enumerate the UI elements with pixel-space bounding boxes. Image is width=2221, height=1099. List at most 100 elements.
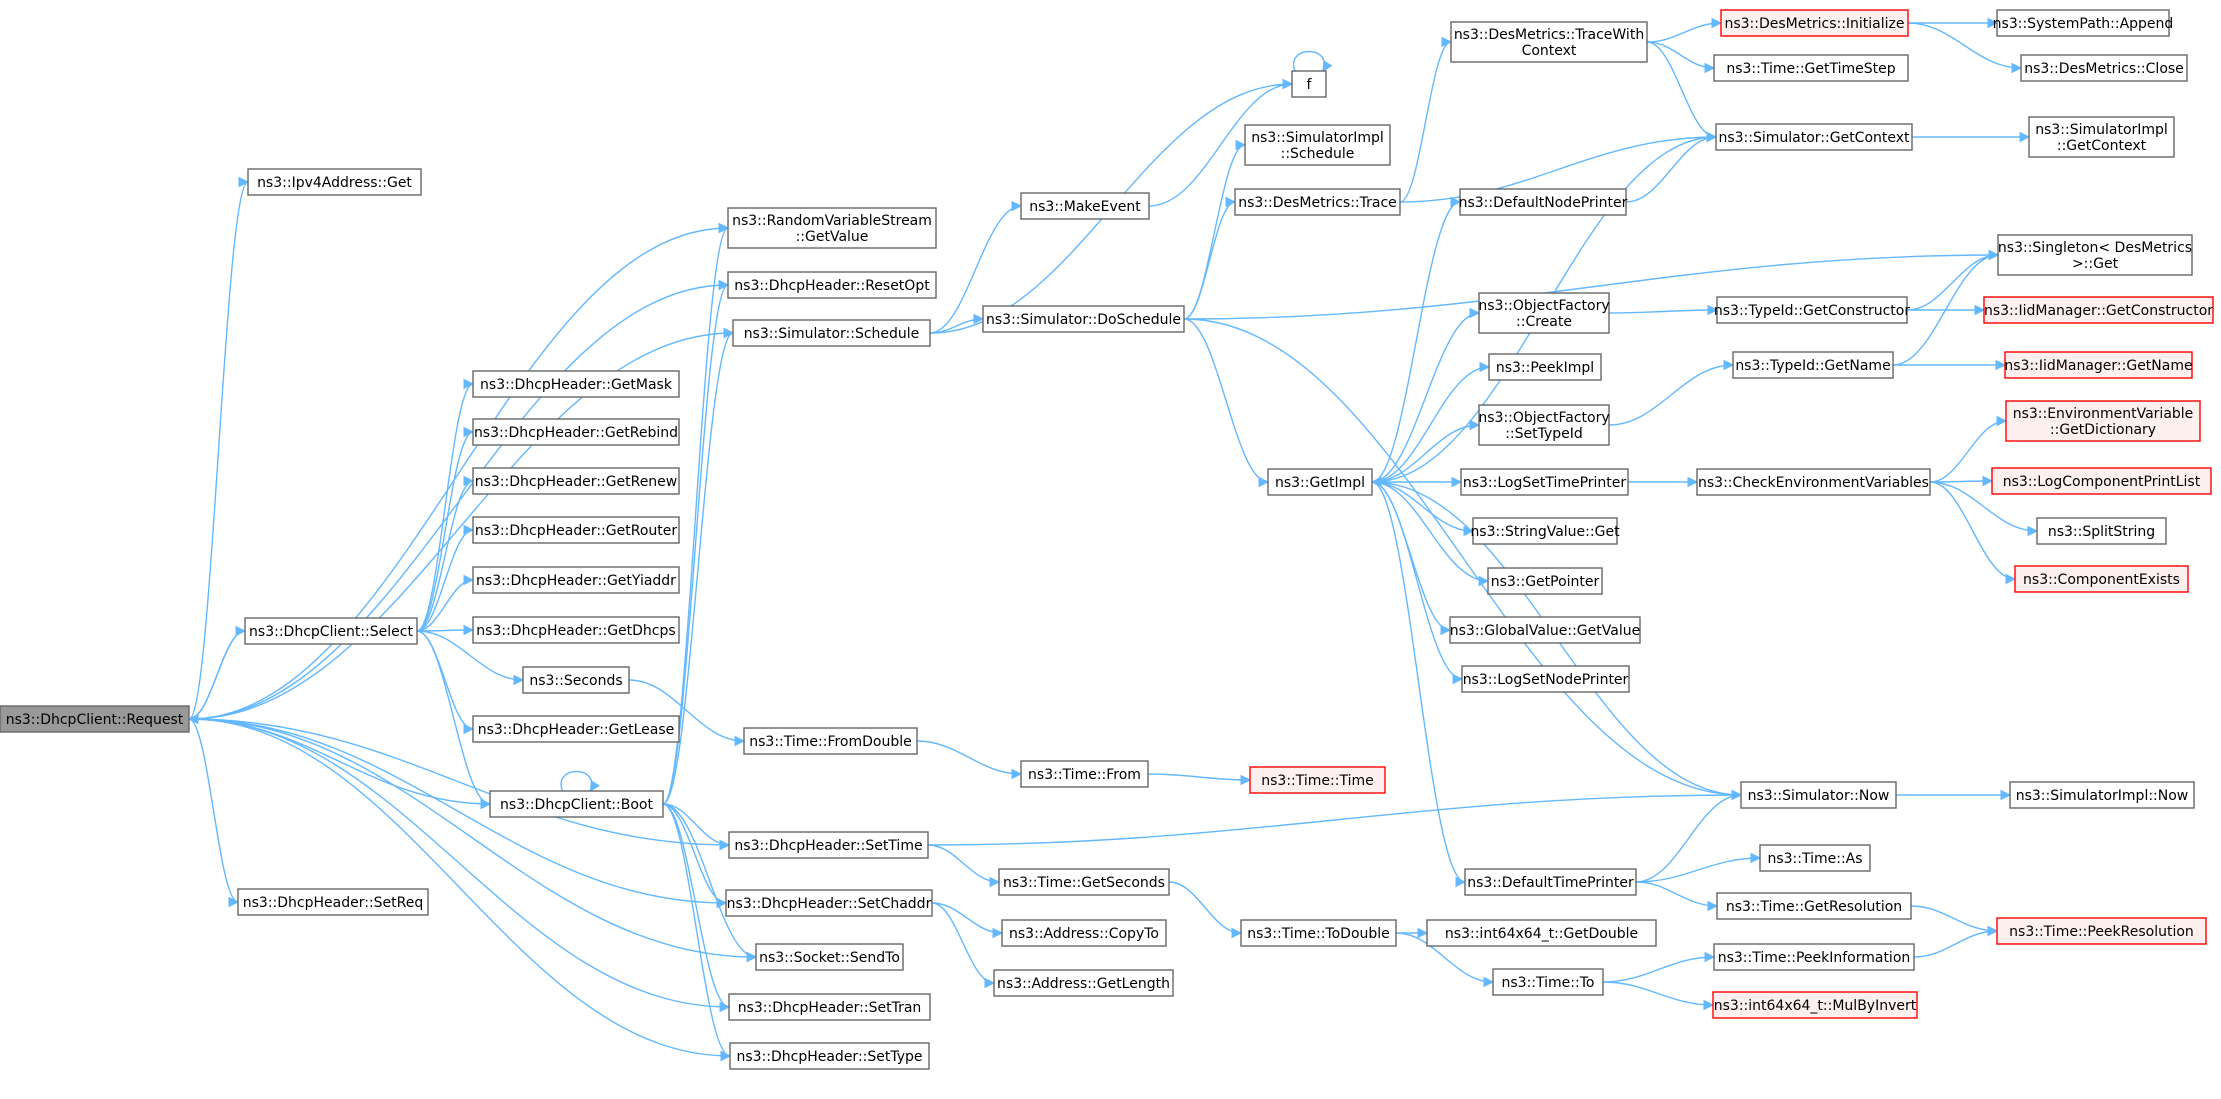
node-globalvalueget[interactable]: ns3::GlobalValue::GetValue: [1449, 616, 1641, 644]
node-label: ::Create: [1516, 314, 1572, 330]
node-typeidgetctor[interactable]: ns3::TypeId::GetConstructor: [1714, 296, 1910, 324]
edge-arrowhead: [2000, 789, 2012, 801]
node-sendto[interactable]: ns3::Socket::SendTo: [755, 943, 904, 971]
node-getpointer[interactable]: ns3::GetPointer: [1487, 567, 1603, 595]
node-todouble[interactable]: ns3::Time::ToDouble: [1240, 919, 1397, 947]
node-iidgetctor[interactable]: ns3::IidManager::GetConstructor: [1983, 296, 2214, 324]
node-from[interactable]: ns3::Time::From: [1020, 760, 1149, 788]
edge-arrowhead: [1231, 927, 1243, 939]
node-getrenew[interactable]: ns3::DhcpHeader::GetRenew: [472, 467, 680, 495]
node-label: ns3::MakeEvent: [1029, 199, 1141, 215]
node-singletonget[interactable]: ns3::Singleton< DesMetrics>::Get: [1997, 234, 2193, 276]
node-label: ns3::Time::FromDouble: [749, 734, 912, 750]
node-peekinformation[interactable]: ns3::Time::PeekInformation: [1713, 943, 1915, 971]
edge-line: [1371, 424, 1480, 483]
node-timeto[interactable]: ns3::Time::To: [1492, 968, 1604, 996]
node-label: ::GetContext: [2057, 138, 2147, 154]
node-box: [1759, 844, 1871, 872]
node-mulbyinvert[interactable]: ns3::int64x64_t::MulByInvert: [1712, 991, 1918, 1019]
node-label: ns3::Time::GetSeconds: [1003, 875, 1165, 891]
node-copyto[interactable]: ns3::Address::CopyTo: [1001, 919, 1167, 947]
node-time[interactable]: ns3::Time::Time: [1249, 766, 1386, 794]
edge-arrowhead: [463, 524, 475, 536]
node-getresolution[interactable]: ns3::Time::GetResolution: [1716, 892, 1912, 920]
edge-arrowhead: [1451, 476, 1463, 488]
node-box: [1720, 9, 1909, 37]
node-fromdouble[interactable]: ns3::Time::FromDouble: [743, 727, 918, 755]
node-schedule[interactable]: ns3::Simulator::Schedule: [732, 319, 931, 347]
node-setchaddr[interactable]: ns3::DhcpHeader::SetChaddr: [725, 889, 933, 917]
node-getseconds[interactable]: ns3::Time::GetSeconds: [998, 868, 1170, 896]
node-systempathappend[interactable]: ns3::SystemPath::Append: [1993, 9, 2174, 37]
node-getdhcps[interactable]: ns3::DhcpHeader::GetDhcps: [472, 616, 680, 644]
node-desmetricsinit[interactable]: ns3::DesMetrics::Initialize: [1720, 9, 1909, 37]
node-box: [2005, 400, 2201, 442]
node-settype[interactable]: ns3::DhcpHeader::SetType: [729, 1042, 930, 1070]
node-select[interactable]: ns3::DhcpClient::Select: [244, 617, 418, 645]
node-desmetricstrace[interactable]: ns3::DesMetrics::Trace: [1234, 188, 1401, 216]
node-getlease[interactable]: ns3::DhcpHeader::GetLease: [472, 715, 680, 743]
node-logcompprintlist[interactable]: ns3::LogComponentPrintList: [1991, 467, 2212, 495]
node-defaulttimeprinter[interactable]: ns3::DefaultTimePrinter: [1464, 868, 1637, 896]
edge-doschedule-to-simimplschedule: [1183, 139, 1247, 320]
node-desmetricsclose[interactable]: ns3::DesMetrics::Close: [2020, 54, 2188, 82]
node-getlength[interactable]: ns3::Address::GetLength: [993, 969, 1174, 997]
node-f[interactable]: f: [1291, 70, 1327, 98]
node-splitstring[interactable]: ns3::SplitString: [2036, 517, 2167, 545]
node-timeas[interactable]: ns3::Time::As: [1759, 844, 1871, 872]
node-peekresolution[interactable]: ns3::Time::PeekResolution: [1996, 917, 2207, 945]
node-simimplgetcontext[interactable]: ns3::SimulatorImpl::GetContext: [2028, 116, 2175, 158]
node-simimplschedule[interactable]: ns3::SimulatorImpl::Schedule: [1244, 124, 1391, 166]
edge-getimpl-to-defaultnodeprinter: [1371, 196, 1462, 483]
node-envgetdict[interactable]: ns3::EnvironmentVariable::GetDictionary: [2005, 400, 2201, 442]
node-label: ns3::int64x64_t::MulByInvert: [1714, 998, 1917, 1014]
node-typeidgetname[interactable]: ns3::TypeId::GetName: [1732, 351, 1894, 379]
node-simimplnow[interactable]: ns3::SimulatorImpl::Now: [2009, 781, 2195, 809]
node-simgetcontext[interactable]: ns3::Simulator::GetContext: [1715, 123, 1913, 151]
node-simnow[interactable]: ns3::Simulator::Now: [1740, 781, 1897, 809]
node-gettimestep[interactable]: ns3::Time::GetTimeStep: [1713, 54, 1909, 82]
edge-line: [188, 332, 734, 720]
node-logsetnodeprinter[interactable]: ns3::LogSetNodePrinter: [1461, 665, 1630, 693]
node-peekimpl[interactable]: ns3::PeekImpl: [1488, 353, 1602, 381]
edge-arrowhead: [463, 624, 475, 636]
node-int64getdouble[interactable]: ns3::int64x64_t::GetDouble: [1426, 919, 1657, 947]
node-iidgetname[interactable]: ns3::IidManager::GetName: [2004, 351, 2193, 379]
node-seconds[interactable]: ns3::Seconds: [522, 666, 630, 694]
node-settime[interactable]: ns3::DhcpHeader::SetTime: [728, 831, 929, 859]
node-label: ns3::LogSetTimePrinter: [1463, 475, 1627, 491]
node-componentexists[interactable]: ns3::ComponentExists: [2014, 565, 2189, 593]
edge-getresolution-to-peekresolution: [1910, 905, 1999, 937]
node-getyiaddr[interactable]: ns3::DhcpHeader::GetYiaddr: [472, 566, 680, 594]
node-getmask[interactable]: ns3::DhcpHeader::GetMask: [472, 370, 680, 398]
node-objfactcreate[interactable]: ns3::ObjectFactory::Create: [1478, 292, 1610, 334]
node-box: [732, 319, 931, 347]
edge-objfactsettypeid-to-typeidgetname: [1608, 359, 1735, 426]
node-objfactsettypeid[interactable]: ns3::ObjectFactory::SetTypeId: [1478, 404, 1610, 446]
node-getimpl[interactable]: ns3::GetImpl: [1267, 468, 1373, 496]
node-makeevent[interactable]: ns3::MakeEvent: [1020, 192, 1150, 220]
node-checkenv[interactable]: ns3::CheckEnvironmentVariables: [1696, 468, 1931, 496]
node-boot[interactable]: ns3::DhcpClient::Boot: [489, 790, 664, 818]
node-defaultnodeprinter[interactable]: ns3::DefaultNodePrinter: [1459, 188, 1628, 216]
edge-boot-to-settype: [662, 803, 732, 1062]
edge-arrowhead: [720, 1050, 732, 1062]
node-stringvalueget[interactable]: ns3::StringValue::Get: [1470, 517, 1620, 545]
edge-todouble-to-timeto: [1395, 932, 1495, 988]
node-request[interactable]: ns3::DhcpClient::Request: [0, 705, 190, 733]
edge-arrowhead: [1455, 876, 1467, 888]
node-setreq[interactable]: ns3::DhcpHeader::SetReq: [237, 888, 429, 916]
node-getrouter[interactable]: ns3::DhcpHeader::GetRouter: [472, 516, 680, 544]
edge-line: [1168, 881, 1242, 934]
node-logsettimeprinter[interactable]: ns3::LogSetTimePrinter: [1460, 468, 1629, 496]
node-getrebind[interactable]: ns3::DhcpHeader::GetRebind: [472, 418, 680, 446]
node-doschedule[interactable]: ns3::Simulator::DoSchedule: [982, 305, 1185, 333]
node-resetopt[interactable]: ns3::DhcpHeader::ResetOpt: [727, 271, 937, 299]
edge-line: [1625, 136, 1717, 203]
node-ipv4get[interactable]: ns3::Ipv4Address::Get: [247, 168, 422, 196]
node-label: ns3::CheckEnvironmentVariables: [1698, 475, 1929, 491]
node-settran[interactable]: ns3::DhcpHeader::SetTran: [728, 993, 931, 1021]
edge-line: [929, 205, 1022, 334]
node-rvs[interactable]: ns3::RandomVariableStream::GetValue: [727, 207, 937, 249]
